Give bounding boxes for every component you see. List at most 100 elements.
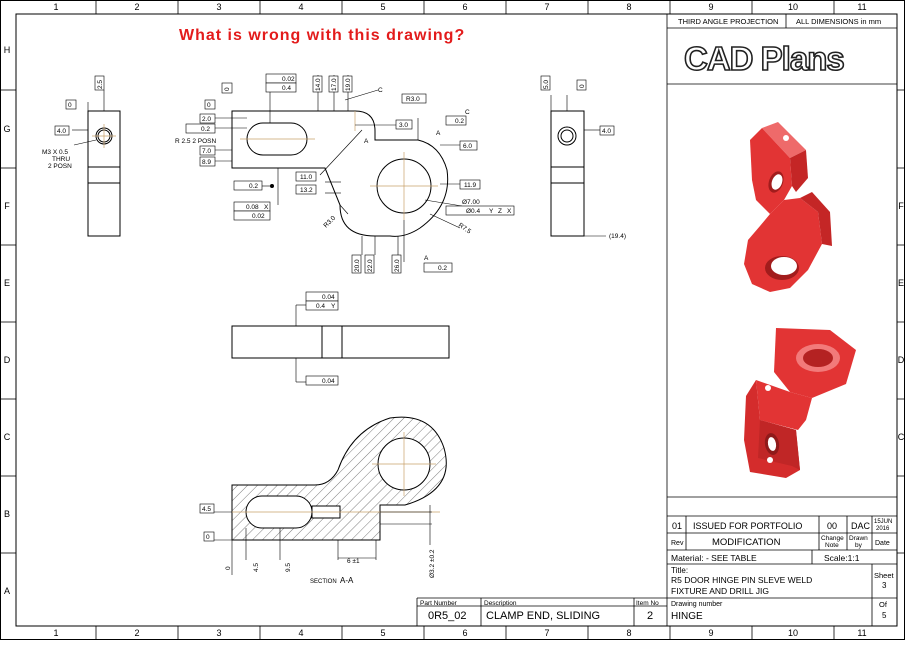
row-label: B <box>4 509 10 519</box>
scale-label: Scale:1:1 <box>824 553 860 563</box>
svg-text:4.0: 4.0 <box>57 128 66 135</box>
svg-text:11.0: 11.0 <box>300 174 313 181</box>
svg-text:2 POSN: 2 POSN <box>48 163 72 170</box>
svg-text:6 ±1: 6 ±1 <box>347 558 360 565</box>
col-label: 4 <box>298 628 303 638</box>
projection-label: THIRD ANGLE PROJECTION <box>678 17 778 26</box>
svg-text:22.0: 22.0 <box>367 259 374 272</box>
svg-text:0.02: 0.02 <box>282 76 295 83</box>
col-label: 3 <box>216 2 221 12</box>
drawing-number: HINGE <box>671 611 703 622</box>
col-label: 11 <box>857 2 866 12</box>
column-labels-top: 1 2 3 4 5 6 7 8 9 10 11 <box>53 2 866 12</box>
svg-text:0.2: 0.2 <box>455 118 464 125</box>
rev-date-2: 2016 <box>876 526 890 532</box>
col-label: 10 <box>788 628 798 638</box>
svg-text:8.9: 8.9 <box>202 159 211 166</box>
left-view-dims: 0 2.5 4.0 M3 X 0.5 THRU 2 POSN <box>42 75 105 170</box>
model-iso-bottom <box>744 328 856 478</box>
title-label: Title: <box>671 566 688 575</box>
of-number: 5 <box>882 611 887 620</box>
svg-text:4.0: 4.0 <box>602 128 611 135</box>
svg-text:17.0: 17.0 <box>331 78 338 91</box>
svg-text:0.02: 0.02 <box>252 213 265 220</box>
col-label: 1 <box>53 2 58 12</box>
section-view <box>214 416 447 575</box>
svg-text:0: 0 <box>579 84 586 88</box>
svg-text:2.5: 2.5 <box>97 80 104 89</box>
col-label: 9 <box>708 628 713 638</box>
col-label: 7 <box>544 628 549 638</box>
col-label: 1 <box>53 628 58 638</box>
svg-text:0.4: 0.4 <box>282 85 291 92</box>
svg-text:0: 0 <box>207 102 211 109</box>
svg-text:Y: Y <box>331 303 336 310</box>
col-label: 6 <box>462 2 467 12</box>
col-label: 7 <box>544 2 549 12</box>
col-label: 8 <box>626 628 631 638</box>
title-line-2: FIXTURE AND DRILL JIG <box>671 586 769 596</box>
svg-text:0.04: 0.04 <box>322 378 335 385</box>
model-iso-top <box>744 122 832 292</box>
item-label: Item No <box>636 600 659 607</box>
svg-text:A: A <box>424 255 429 262</box>
row-label: D <box>898 355 905 365</box>
svg-text:0.04: 0.04 <box>322 294 335 301</box>
col-label: 6 <box>462 628 467 638</box>
svg-text:THRU: THRU <box>52 156 70 163</box>
column-labels-bottom: 1 2 3 4 5 6 7 8 9 10 11 <box>53 628 866 638</box>
row-label: C <box>898 432 905 442</box>
section-label: SECTION <box>310 579 337 585</box>
svg-text:13.2: 13.2 <box>300 187 313 194</box>
svg-text:0: 0 <box>206 534 210 541</box>
svg-text:14.0: 14.0 <box>315 78 322 91</box>
row-label: H <box>4 45 11 55</box>
material-label: Material: - SEE TABLE <box>671 553 757 563</box>
svg-text:0: 0 <box>225 566 232 570</box>
inner-frame <box>15 13 898 627</box>
title-panel <box>666 14 897 626</box>
row-label: E <box>4 278 10 288</box>
rev-description: ISSUED FOR PORTFOLIO <box>693 521 802 531</box>
col-label: 5 <box>380 2 385 12</box>
row-labels: H G F E D C B A F E D C <box>3 45 904 596</box>
svg-text:26.0: 26.0 <box>394 259 401 272</box>
svg-text:11.9: 11.9 <box>464 182 477 189</box>
col-label: 4 <box>298 2 303 12</box>
rev-number: 01 <box>672 521 682 531</box>
svg-text:R3.0: R3.0 <box>406 96 420 103</box>
svg-text:Ø0.4: Ø0.4 <box>466 208 480 215</box>
svg-text:4.5: 4.5 <box>202 506 211 513</box>
svg-text:9.5: 9.5 <box>285 563 292 572</box>
parts-row <box>416 597 667 626</box>
svg-text:C: C <box>378 87 383 94</box>
col-label: 5 <box>380 628 385 638</box>
svg-text:Ø3.2 ±0.2: Ø3.2 ±0.2 <box>429 549 436 578</box>
row-label: G <box>3 124 10 134</box>
rev-head: Rev <box>671 540 684 547</box>
revision-table <box>667 496 897 626</box>
svg-text:0.2: 0.2 <box>249 183 258 190</box>
svg-text:A: A <box>364 138 369 145</box>
rev-drawn-by: DAC <box>851 521 871 531</box>
top-view-dims: 0.04 0.4 Y 0.04 <box>305 291 339 386</box>
svg-text:6.0: 6.0 <box>463 143 472 150</box>
drawing-number-label: Drawing number <box>671 601 723 608</box>
svg-text:A: A <box>436 130 441 137</box>
svg-text:R 2.5 2 POSN: R 2.5 2 POSN <box>175 138 216 145</box>
row-label: D <box>4 355 11 365</box>
row-label: F <box>4 201 10 211</box>
svg-text:M3 X 0.5: M3 X 0.5 <box>42 149 68 156</box>
rev-head-drawn-2: by <box>855 542 863 549</box>
svg-text:X: X <box>264 204 269 211</box>
row-ticks <box>0 89 905 554</box>
rev-date-1: 15JUN <box>874 519 892 525</box>
col-label: 10 <box>788 2 798 12</box>
svg-text:Z: Z <box>498 208 502 215</box>
col-label: 2 <box>134 2 139 12</box>
svg-text:7.0: 7.0 <box>202 148 211 155</box>
svg-text:Ø7.00: Ø7.00 <box>462 199 480 206</box>
right-view <box>550 95 606 237</box>
rev-change-note: 00 <box>827 521 837 531</box>
